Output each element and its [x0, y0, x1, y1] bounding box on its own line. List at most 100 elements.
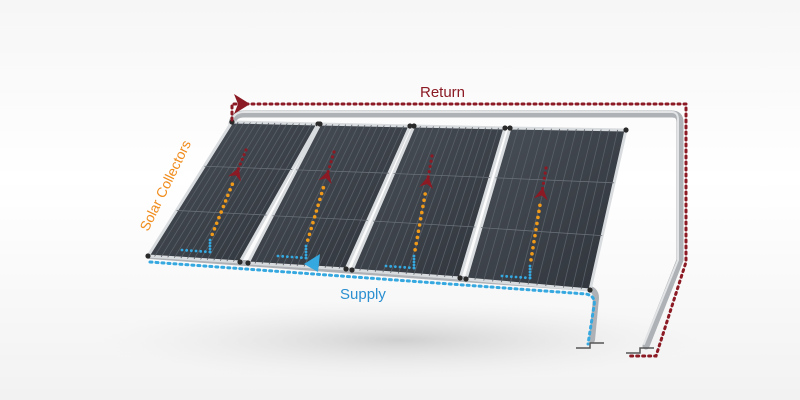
supply-flow-dot	[208, 241, 212, 245]
panel-tube-line	[483, 128, 527, 281]
supply-flow-dot	[276, 254, 280, 258]
supply-flow-dot	[281, 254, 285, 258]
heating-flow-dot	[422, 198, 426, 202]
panel-tube-line	[200, 122, 282, 260]
return-flow-dot	[544, 166, 548, 170]
return-arrow-icon	[234, 94, 250, 114]
heating-flow-dot	[217, 215, 221, 220]
return-flow-dot	[543, 171, 547, 175]
heating-flow-dot	[226, 193, 230, 198]
mount-bolt	[343, 266, 349, 272]
heating-flow-dot	[537, 209, 541, 214]
panel-tube-line	[492, 128, 536, 282]
panel-tube-line	[310, 125, 379, 268]
panel-tube-line	[527, 128, 569, 285]
mount-bolt	[507, 125, 513, 131]
heating-flow-dot	[538, 203, 542, 208]
return-flow-dot	[328, 165, 332, 169]
heating-flow-dot	[536, 215, 540, 220]
panel-tube-line	[421, 127, 473, 276]
supply-ground-stub	[576, 342, 604, 349]
mount-bolt	[411, 123, 417, 129]
panel-tube-line	[324, 125, 392, 268]
mount-bolt	[623, 127, 629, 133]
supply-flow-dot	[505, 274, 509, 278]
panel-tube-line	[167, 122, 251, 258]
panel-tube-line	[261, 124, 334, 265]
supply-flow-dot	[500, 274, 504, 278]
mount-bolt	[457, 275, 463, 281]
supply-flow-dot	[304, 244, 308, 248]
supply-flow-dot	[398, 265, 402, 269]
heating-flow-dot	[230, 182, 235, 186]
return-arrow-icon	[533, 187, 548, 201]
panel-cross-line	[495, 177, 615, 184]
supply-flow-dot	[528, 276, 532, 280]
heating-flow-dot	[214, 221, 219, 226]
panel-tube-line	[545, 129, 585, 287]
return-ground-stub	[626, 347, 654, 354]
return-flow-dot	[542, 176, 546, 180]
panel-tube-line	[317, 125, 385, 268]
supply-flow-dot	[393, 265, 397, 269]
supply-flow-dot	[203, 250, 207, 254]
return-pipe-highlight	[231, 111, 679, 345]
supply-flow-dot	[208, 247, 212, 251]
solar-panel-4	[463, 125, 629, 293]
heating-flow-dot	[223, 199, 228, 203]
heating-flow-dot	[531, 245, 535, 250]
panel-tube-line	[233, 123, 313, 262]
heating-flow-dot	[530, 252, 534, 256]
panel-tube-line	[374, 126, 434, 272]
supply-flow-dot	[412, 260, 416, 264]
heating-flow-dot	[228, 187, 232, 192]
return-flow-dot	[242, 153, 246, 157]
supply-flow-dot	[412, 263, 416, 267]
panel-tube-line	[359, 125, 421, 271]
heating-flow-dot	[417, 223, 422, 227]
return-flow-dot	[244, 148, 248, 152]
panel-tube-line	[390, 126, 447, 274]
panel-tube-line	[580, 129, 619, 290]
panel-tube-line	[193, 122, 276, 260]
supply-flow-dot	[208, 238, 212, 242]
heating-flow-dot	[413, 248, 417, 252]
mount-bolt	[145, 253, 151, 259]
panel-tube-line	[413, 127, 467, 275]
supply-flow-dot	[412, 257, 416, 261]
panel-cross-line	[204, 165, 293, 170]
return-flow-dot	[329, 160, 333, 164]
supply-flow-dot	[407, 266, 411, 270]
return-flow-dot	[238, 162, 242, 166]
mount-bolt	[245, 260, 251, 266]
supply-flow-dot	[389, 264, 393, 268]
supply-flow-dot	[180, 248, 184, 252]
panel-tube-line	[180, 122, 264, 259]
panel-tube-line	[571, 129, 610, 289]
heating-flow-dot	[314, 209, 319, 213]
panel-tube-line	[509, 128, 552, 284]
heating-flow-dot	[318, 197, 322, 202]
return-arrow-icon	[318, 170, 332, 185]
panel-tube-line	[428, 127, 480, 276]
supply-flow-dot	[304, 256, 308, 260]
mount-bolt	[349, 267, 355, 273]
ground-shadow	[100, 300, 700, 380]
panel-tube-line	[367, 126, 428, 272]
supply-flow-dot	[412, 266, 416, 270]
heating-flow-dot	[311, 220, 315, 225]
heating-flow-dot	[420, 210, 424, 215]
heating-flow-dot	[423, 192, 427, 196]
heating-flow-dot	[321, 185, 326, 190]
return-arrow-icon	[419, 176, 434, 190]
return-flow-line	[230, 102, 688, 358]
heating-flow-dot	[418, 217, 423, 221]
heating-flow-dot	[534, 227, 538, 232]
heating-flow-dot	[414, 241, 419, 246]
supply-flow-dot	[528, 270, 532, 274]
panel-tube-line	[219, 123, 300, 261]
supply-flow-dot	[295, 255, 299, 259]
panel-cross-line	[373, 220, 476, 228]
panel-tube-line	[444, 127, 493, 277]
heating-flow-dot	[319, 191, 324, 196]
